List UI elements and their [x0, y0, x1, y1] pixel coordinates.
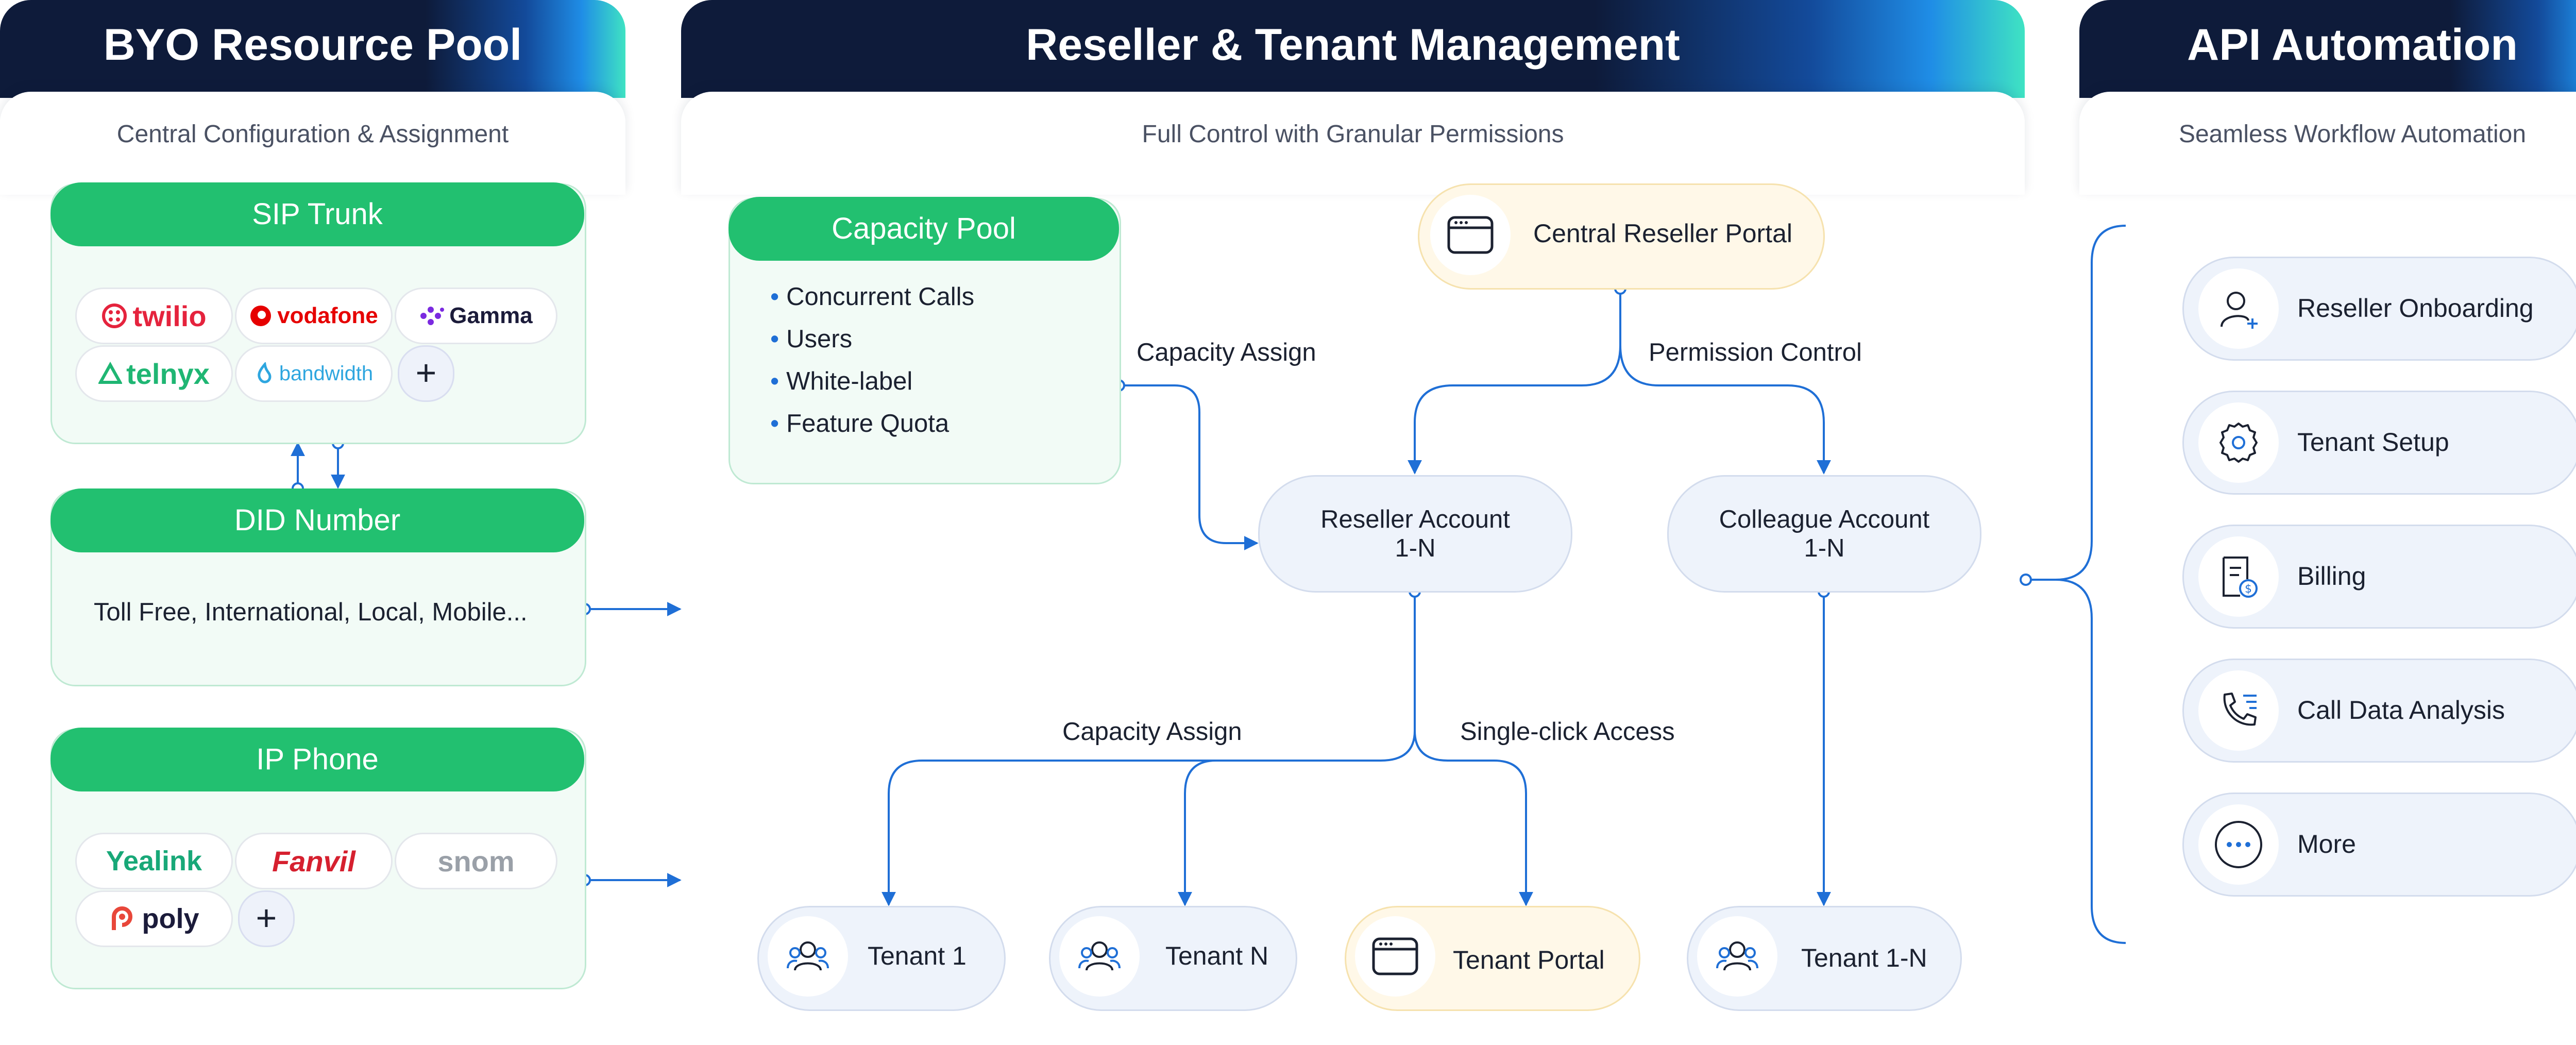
add-ip-phone-icon[interactable]: +	[238, 890, 295, 947]
panel-subtitle-byo: Central Configuration & Assignment	[116, 121, 509, 148]
capacity-item-users: •Users	[770, 325, 853, 353]
yealink-logo: Yealink	[75, 833, 233, 889]
telnyx-logo: telnyx	[75, 345, 233, 402]
gamma-logo: Gamma	[395, 288, 557, 344]
api-item-reseller-onboarding[interactable]: Reseller Onboarding	[2182, 257, 2576, 361]
edge-reseller-to-portal	[1414, 730, 1533, 906]
panel-header-api: API Automation	[2079, 0, 2576, 98]
did-number-text: Toll Free, International, Local, Mobile.…	[94, 598, 528, 626]
panel-subtitle-api: Seamless Workflow Automation	[2178, 121, 2527, 148]
edge-label-capacity-assign-top: Capacity Assign	[1137, 339, 1316, 366]
users-icon	[1697, 916, 1777, 997]
capacity-item-concurrent: •Concurrent Calls	[770, 283, 975, 311]
sip-trunk-label: SIP Trunk	[50, 182, 584, 246]
poly-logo: poly	[75, 890, 233, 947]
phone-data-icon	[2198, 670, 2279, 751]
panel-title-byo: BYO Resource Pool	[103, 20, 522, 70]
panel-title-reseller: Reseller & Tenant Management	[1026, 20, 1680, 70]
edge-label-capacity-assign-bottom: Capacity Assign	[1062, 718, 1242, 746]
api-item-label: Billing	[2297, 562, 2366, 591]
tenant-1-label: Tenant 1	[868, 941, 967, 970]
gear-icon	[2198, 402, 2279, 483]
tenant-portal-label: Tenant Portal	[1453, 946, 1605, 974]
snom-logo: snom	[395, 833, 557, 889]
capacity-item-feature-quota: •Feature Quota	[770, 410, 950, 437]
panel-subheader-byo: Central Configuration & Assignment	[0, 92, 625, 195]
tenant-n-label: Tenant N	[1165, 941, 1269, 970]
panel-header-byo: BYO Resource Pool	[0, 0, 625, 98]
edge-reseller-to-tenant1	[882, 592, 1416, 906]
edge-portal-to-reseller	[1408, 289, 1621, 475]
edge-portal-to-colleague	[1619, 345, 1831, 475]
add-sip-trunk-icon[interactable]: +	[398, 345, 454, 402]
colleague-account-node[interactable]: Colleague Account 1-N	[1667, 475, 1981, 593]
browser-window-icon	[1355, 916, 1435, 997]
api-item-label: Reseller Onboarding	[2297, 294, 2534, 323]
api-item-label: More	[2297, 830, 2356, 858]
api-item-billing[interactable]: $ Billing	[2182, 525, 2576, 629]
api-item-label: Tenant Setup	[2297, 428, 2449, 457]
vodafone-logo: vodafone	[235, 288, 393, 344]
edge-label-single-click: Single-click Access	[1460, 718, 1675, 746]
users-icon	[1059, 916, 1140, 997]
panel-subheader-reseller: Full Control with Granular Permissions	[681, 92, 2025, 195]
central-reseller-portal-label: Central Reseller Portal	[1533, 219, 1792, 248]
did-number-label: DID Number	[50, 488, 584, 552]
api-item-tenant-setup[interactable]: Tenant Setup	[2182, 391, 2576, 495]
edge-reseller-to-tenantn	[1184, 760, 1381, 905]
ip-phone-label: IP Phone	[50, 728, 584, 791]
browser-window-icon	[1430, 195, 1511, 275]
edge-pool-to-reseller	[1119, 384, 1259, 550]
users-icon	[768, 916, 848, 997]
panel-subheader-api: Seamless Workflow Automation	[2079, 92, 2576, 195]
api-item-call-data-analysis[interactable]: Call Data Analysis	[2182, 659, 2576, 763]
panel-title-api: API Automation	[2187, 20, 2518, 70]
svg-text:$: $	[2245, 583, 2252, 596]
invoice-icon: $	[2198, 536, 2279, 617]
panel-subtitle-reseller: Full Control with Granular Permissions	[1142, 121, 1564, 148]
twilio-logo: twilio	[75, 288, 233, 344]
reseller-account-node[interactable]: Reseller Account 1-N	[1258, 475, 1572, 593]
api-item-label: Call Data Analysis	[2297, 696, 2505, 724]
capacity-item-whitelabel: •White-label	[770, 367, 913, 395]
more-icon	[2198, 804, 2279, 885]
api-item-more[interactable]: More	[2182, 793, 2576, 897]
tenant-1n-label: Tenant 1-N	[1801, 943, 1927, 972]
edge-label-permission-control: Permission Control	[1649, 339, 1862, 366]
user-add-icon	[2198, 268, 2279, 349]
capacity-pool-label: Capacity Pool	[728, 197, 1119, 261]
bandwidth-logo: bandwidth	[235, 345, 393, 402]
fanvil-logo: Fanvil	[235, 833, 393, 889]
api-bracket	[2026, 225, 2126, 944]
panel-header-reseller: Reseller & Tenant Management	[681, 0, 2025, 98]
